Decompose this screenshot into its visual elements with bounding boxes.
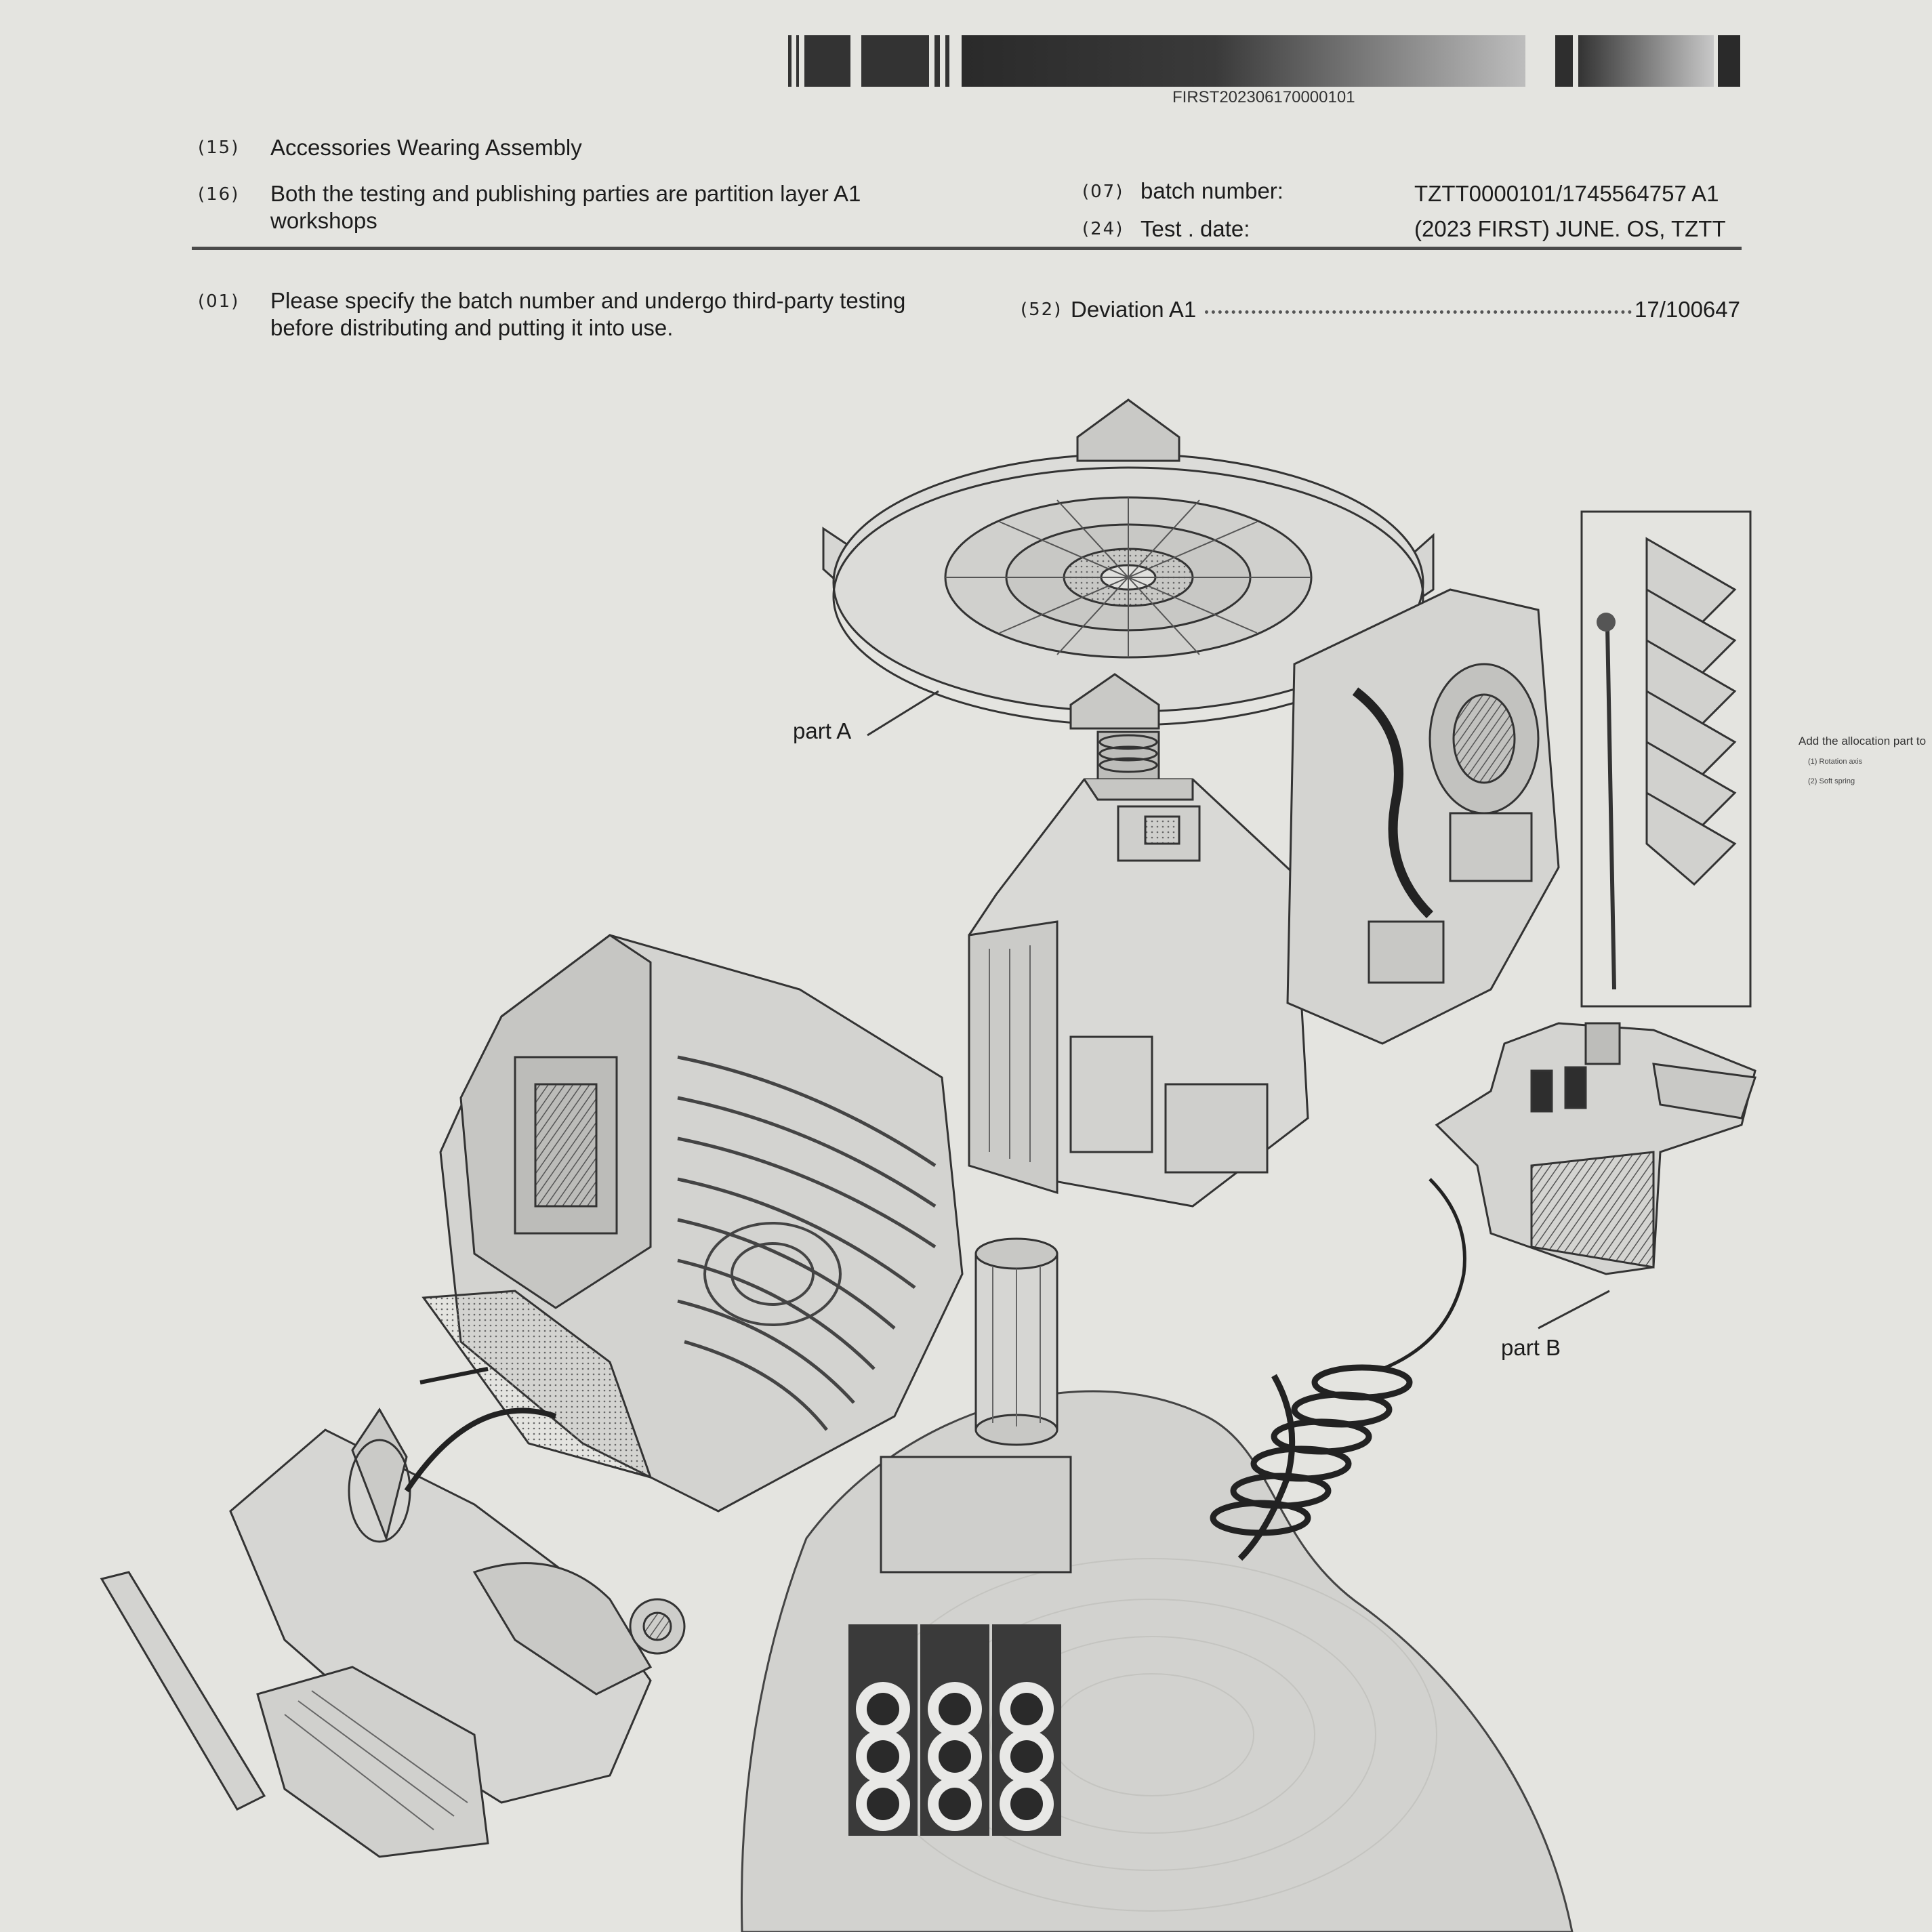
header-rule [192, 247, 1742, 250]
tag-strips [848, 1624, 1061, 1836]
inset-box [1580, 510, 1752, 1008]
batch-number-label: batch number: [1140, 178, 1283, 203]
left-arm-assembly [100, 1367, 686, 1858]
barcode-id: FIRST202306170000101 [1172, 88, 1355, 106]
batch-number-value: TZTT0000101/1745564757 A1 [1414, 181, 1719, 206]
tag-strip-1 [848, 1624, 918, 1836]
technical-drawing [100, 398, 1756, 1932]
test-date-label: Test . date: [1140, 216, 1250, 241]
document-title: Accessories Wearing Assembly [270, 135, 582, 160]
side-note-item-1: (1) Rotation axis [1808, 758, 1863, 766]
side-note-item-2: (2) Soft spring [1808, 777, 1855, 785]
deviation-leader [1205, 310, 1632, 314]
coiled-cable [1210, 1178, 1466, 1561]
part-b-leader [1538, 1290, 1610, 1330]
field-52-code: (52) [1021, 300, 1063, 320]
rotation-axis [1597, 613, 1616, 990]
field-07-code: (07) [1082, 182, 1124, 202]
field-16-code: (16) [198, 184, 240, 205]
deviation-value: 17/100647 [1635, 297, 1740, 322]
field-16-line2: workshops [270, 208, 377, 233]
part-a-label: part A [793, 718, 852, 743]
part-a-leader [867, 690, 939, 737]
field-24-code: (24) [1082, 219, 1124, 239]
main-tower [968, 778, 1309, 1208]
left-housing [422, 934, 964, 1513]
part-b-label: part B [1501, 1335, 1561, 1360]
tag-strip-3 [992, 1624, 1061, 1836]
deviation-label: Deviation A1 [1071, 297, 1197, 322]
field-01-code: (01) [198, 291, 240, 312]
barcode [788, 35, 1740, 87]
field-01-line2: before distributing and putting it into … [270, 315, 674, 340]
field-16-line1: Both the testing and publishing parties … [270, 181, 861, 206]
soft-spring [1645, 537, 1737, 886]
tag-strip-2 [920, 1624, 989, 1836]
side-note-title: Add the allocation part to [1799, 735, 1927, 747]
field-01-line1: Please specify the batch number and unde… [270, 288, 906, 313]
right-gearbox [1286, 588, 1560, 1045]
center-motor [880, 1237, 1072, 1574]
part-b-bracket [1435, 1022, 1756, 1275]
test-date-value: (2023 FIRST) JUNE. OS, TZTT [1414, 216, 1726, 241]
field-15-code: (15) [198, 138, 240, 158]
part-a-turntable [822, 398, 1435, 781]
